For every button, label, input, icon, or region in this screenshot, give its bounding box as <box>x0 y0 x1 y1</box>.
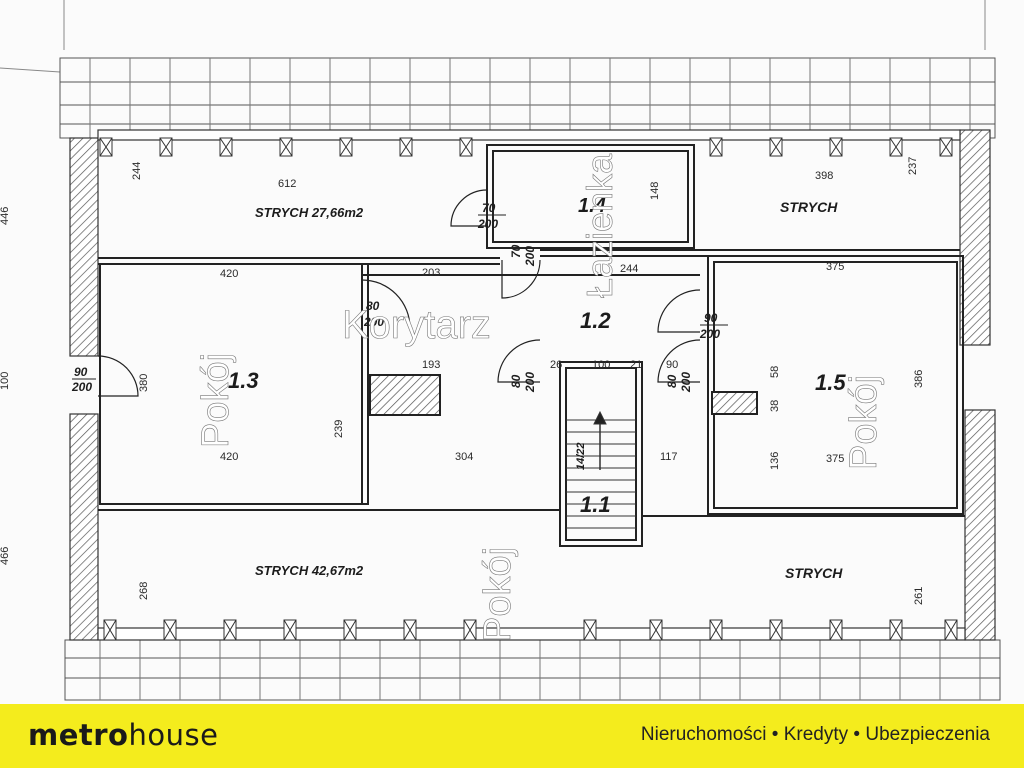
floor-plan-drawing: STRYCH 27,66m2 STRYCH STRYCH 42,67m2 STR… <box>0 0 1001 701</box>
svg-text:200: 200 <box>699 327 720 341</box>
overlay-label-pokoj-right: Pokój <box>843 375 885 470</box>
door-dimensions: 90 200 70 200 70 200 90 200 80 200 80 20… <box>71 201 728 394</box>
logo-bold-part: metro <box>28 718 129 752</box>
metrohouse-logo: metrohouse <box>28 718 218 752</box>
svg-text:100: 100 <box>592 359 610 371</box>
svg-text:200: 200 <box>523 246 537 267</box>
svg-text:21: 21 <box>630 359 642 371</box>
svg-text:58: 58 <box>769 366 781 378</box>
svg-text:261: 261 <box>913 587 925 605</box>
svg-text:239: 239 <box>333 420 345 438</box>
svg-text:237: 237 <box>907 157 919 175</box>
svg-text:117: 117 <box>660 451 678 463</box>
overlay-label-lazienka: Łazienka <box>579 153 620 298</box>
svg-text:38: 38 <box>769 400 781 412</box>
stairs <box>566 410 636 529</box>
svg-text:90: 90 <box>666 359 678 371</box>
plan-label-strych-top-right: STRYCH <box>780 199 838 215</box>
svg-text:375: 375 <box>826 261 844 273</box>
svg-text:70: 70 <box>482 201 496 215</box>
room-number-1-2: 1.2 <box>580 308 611 333</box>
svg-text:200: 200 <box>679 372 693 393</box>
overlay-label-pokoj-left: Pokój <box>195 353 237 448</box>
room-number-1-1: 1.1 <box>580 492 611 517</box>
room-number-1-5: 1.5 <box>815 370 846 395</box>
roof-eaves-top <box>59 57 996 139</box>
overlay-label-korytarz: Korytarz <box>342 303 491 347</box>
svg-text:80: 80 <box>366 299 380 313</box>
svg-text:70: 70 <box>509 244 523 258</box>
interior-walls <box>98 144 965 547</box>
plan-label-strych-bottom-left: STRYCH 42,67m2 <box>255 563 364 578</box>
svg-text:200: 200 <box>363 315 384 329</box>
rafter-marks-bottom <box>103 619 958 641</box>
svg-text:244: 244 <box>620 263 638 275</box>
svg-text:136: 136 <box>769 452 781 470</box>
svg-text:466: 466 <box>0 547 11 565</box>
dimension-labels: 612 398 420 203 244 375 193 26 100 21 90… <box>0 157 925 605</box>
svg-text:100: 100 <box>0 372 11 390</box>
svg-text:244: 244 <box>131 162 143 180</box>
svg-text:420: 420 <box>220 268 238 280</box>
svg-text:200: 200 <box>523 372 537 393</box>
frame-line <box>0 67 61 73</box>
svg-text:200: 200 <box>477 217 498 231</box>
plan-label-strych-top-left: STRYCH 27,66m2 <box>255 205 364 220</box>
svg-text:304: 304 <box>455 451 473 463</box>
svg-text:380: 380 <box>138 374 150 392</box>
svg-text:612: 612 <box>278 178 296 190</box>
overlay-label-pokoj-bottom: Pokój <box>477 547 519 642</box>
room-number-1-4: 1.4 <box>578 195 606 217</box>
svg-text:398: 398 <box>815 170 833 182</box>
svg-text:268: 268 <box>138 582 150 600</box>
room-number-1-3: 1.3 <box>228 368 259 393</box>
outer-walls <box>69 129 996 641</box>
plan-label-strych-bottom-right: STRYCH <box>785 565 843 581</box>
svg-text:193: 193 <box>422 359 440 371</box>
svg-text:80: 80 <box>509 374 523 388</box>
svg-text:375: 375 <box>826 453 844 465</box>
stairs-label: 14/22 <box>575 442 587 470</box>
footer-tagline: Nieruchomości • Kredyty • Ubezpieczenia <box>640 724 990 745</box>
svg-text:420: 420 <box>220 451 238 463</box>
brand-footer: metrohouse Nieruchomości • Kredyty • Ube… <box>0 704 1024 768</box>
svg-text:148: 148 <box>649 182 661 200</box>
svg-text:90: 90 <box>74 365 88 379</box>
svg-text:200: 200 <box>71 380 92 394</box>
svg-text:80: 80 <box>665 374 679 388</box>
svg-text:386: 386 <box>913 370 925 388</box>
door-swings <box>97 189 701 397</box>
logo-light-part: house <box>128 718 219 752</box>
roof-eaves-bottom <box>64 639 1001 701</box>
rafter-marks-top <box>99 137 953 157</box>
svg-text:203: 203 <box>422 267 440 279</box>
svg-text:26: 26 <box>550 359 562 371</box>
svg-text:446: 446 <box>0 207 11 225</box>
svg-text:90: 90 <box>704 311 718 325</box>
